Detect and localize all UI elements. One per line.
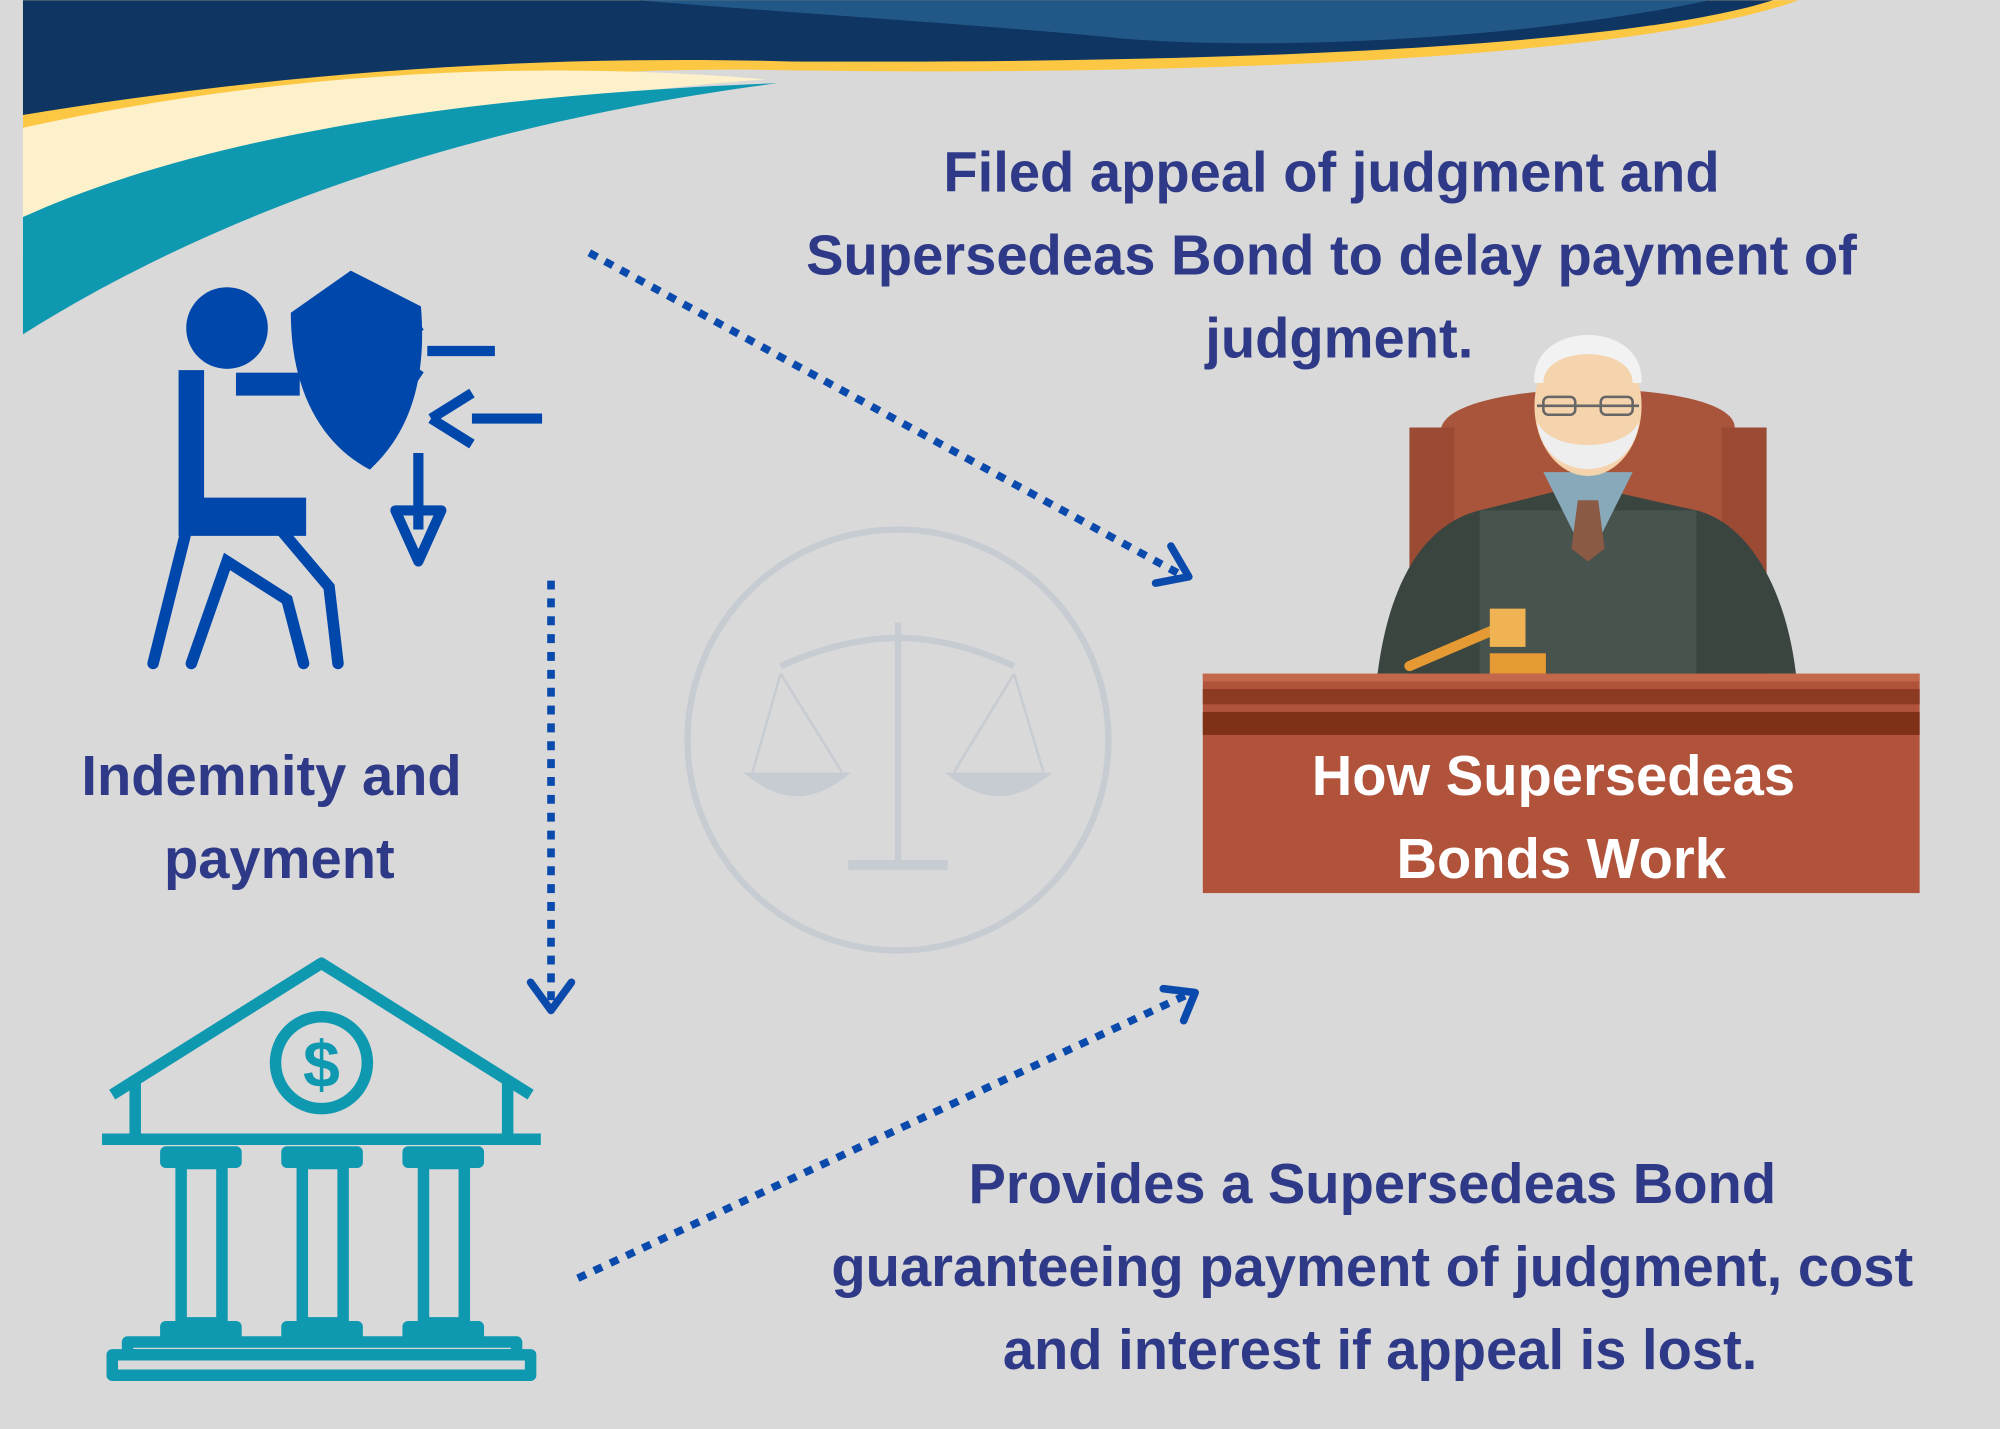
dollar-sign-icon: $ [303, 1028, 340, 1102]
left-caption: Indemnity and payment [81, 744, 477, 890]
arrow-defendant-to-judge [587, 249, 1193, 587]
page-title: How Supersedeas Bonds Work [1312, 744, 1811, 890]
scales-of-justice-icon [684, 526, 1112, 954]
title-line: How Supersedeas [1312, 744, 1795, 807]
bottom-caption-line: and interest if appeal is lost. [1003, 1318, 1758, 1381]
arrow-defendant-to-bank [526, 580, 576, 1015]
title-line: Bonds Work [1397, 827, 1727, 890]
top-caption-line: Filed appeal of judgment and [943, 141, 1719, 204]
top-caption-line: Supersedeas Bond to delay payment of [806, 223, 1857, 286]
left-caption-line: payment [164, 827, 395, 890]
bank-icon [102, 957, 541, 1381]
bottom-caption-line: Provides a Supersedeas Bond [968, 1152, 1776, 1215]
arrow-bank-to-judge [576, 984, 1199, 1282]
top-caption-line: judgment. [1204, 306, 1473, 369]
title-desk [1202, 673, 1920, 894]
bottom-caption-line: guaranteeing payment of judgment, cost [831, 1235, 1913, 1298]
wave-banner [22, 0, 1799, 335]
top-caption: Filed appeal of judgment and Supersedeas… [806, 141, 1872, 370]
defendant-shield-icon [147, 270, 543, 670]
left-caption-line: Indemnity and [81, 744, 461, 807]
bottom-caption: Provides a Supersedeas Bond guaranteeing… [831, 1152, 1928, 1381]
judge-illustration [1377, 335, 1796, 677]
